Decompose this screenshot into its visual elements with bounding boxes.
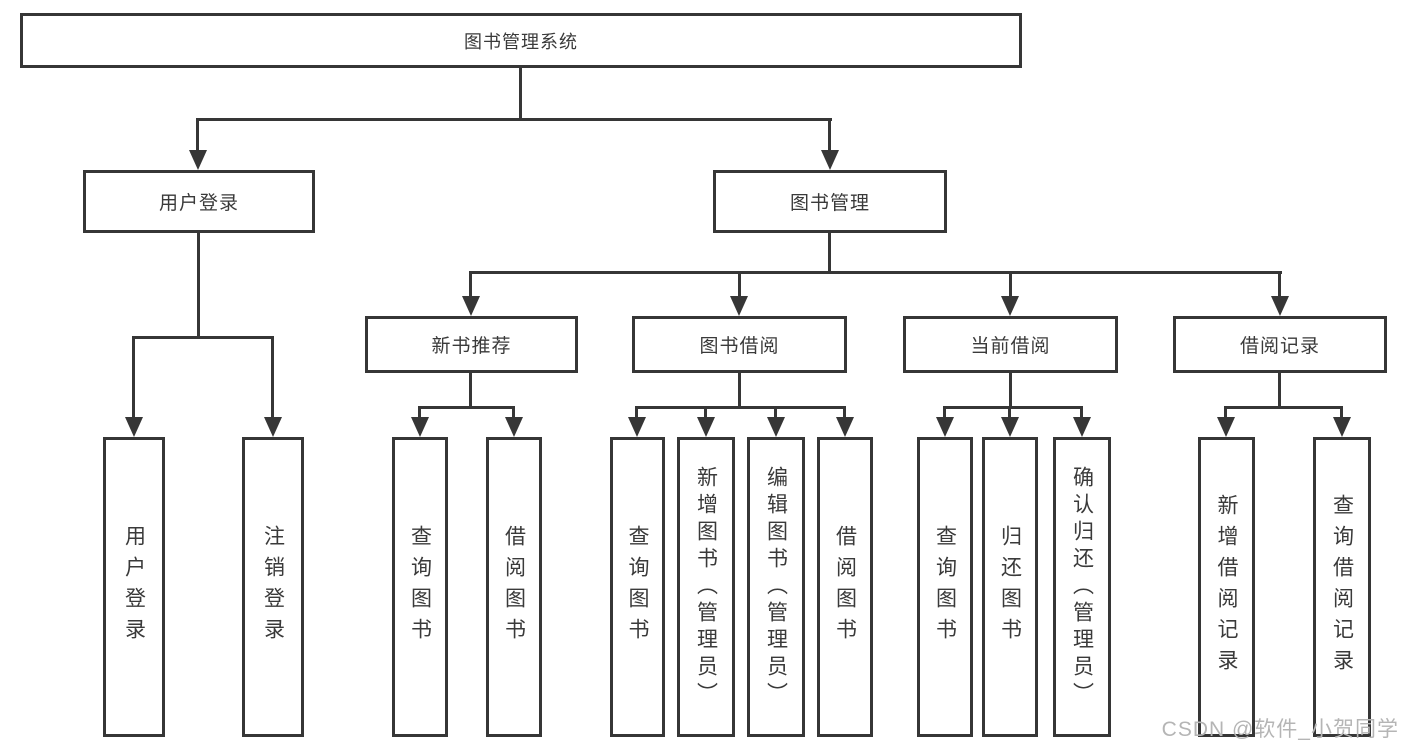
leaf-return-books: 归还图书 — [982, 437, 1038, 737]
node-book-management-label: 图书管理 — [789, 193, 870, 214]
arrow-down-icon — [821, 150, 839, 170]
arrow-down-icon — [411, 417, 429, 437]
connector-borrow-records-hline — [1224, 406, 1343, 409]
node-root-label: 图书管理系统 — [464, 31, 578, 52]
node-root: 图书管理系统 — [20, 13, 1022, 68]
connector-root-hline — [196, 118, 832, 121]
node-book-borrow: 图书借阅 — [632, 316, 847, 373]
connector-user-login-stem — [197, 233, 200, 336]
leaf-label: 新增借阅记录 — [1215, 494, 1238, 680]
leaf-query-borrow-record: 查询借阅记录 — [1313, 437, 1371, 737]
connector-branch — [1340, 406, 1343, 419]
arrow-down-icon — [505, 417, 523, 437]
connector-branch — [512, 406, 515, 419]
connector-to-current-borrow — [1009, 271, 1012, 298]
connector-to-book-management — [828, 118, 831, 152]
arrow-down-icon — [697, 417, 715, 437]
leaf-query-books-3: 查询图书 — [917, 437, 973, 737]
leaf-label: 查询图书 — [408, 525, 432, 649]
node-book-management: 图书管理 — [713, 170, 947, 233]
leaf-label: 新增图书（管理员） — [694, 465, 718, 709]
connector-to-book-borrow — [738, 271, 741, 298]
connector-new-book-hline — [418, 406, 515, 409]
leaf-borrow-books-1: 借阅图书 — [486, 437, 542, 737]
connector-branch — [704, 406, 707, 419]
node-user-login: 用户登录 — [83, 170, 315, 233]
connector-current-borrow-hline — [943, 406, 1083, 409]
leaf-label: 注销登录 — [261, 525, 285, 649]
connector-branch — [418, 406, 421, 419]
leaf-label: 借阅图书 — [502, 525, 526, 649]
node-user-login-label: 用户登录 — [158, 193, 239, 214]
arrow-down-icon — [836, 417, 854, 437]
arrow-down-icon — [1333, 417, 1351, 437]
watermark-text: CSDN @软件_小贺同学 — [1161, 718, 1399, 741]
leaf-add-borrow-record: 新增借阅记录 — [1198, 437, 1255, 737]
leaf-add-books-admin: 新增图书（管理员） — [677, 437, 735, 737]
connector-current-borrow-stem — [1009, 373, 1012, 406]
connector-branch — [774, 406, 777, 419]
arrow-down-icon — [264, 417, 282, 437]
leaf-label: 借阅图书 — [833, 525, 857, 649]
arrow-down-icon — [1271, 296, 1289, 316]
leaf-query-books-1: 查询图书 — [392, 437, 448, 737]
node-borrow-records-label: 借阅记录 — [1239, 336, 1320, 357]
node-borrow-records: 借阅记录 — [1173, 316, 1387, 373]
connector-borrow-records-stem — [1278, 373, 1281, 406]
arrow-down-icon — [936, 417, 954, 437]
leaf-confirm-return-admin: 确认归还（管理员） — [1053, 437, 1111, 737]
node-current-borrow-label: 当前借阅 — [970, 336, 1051, 357]
connector-to-leaf-logout — [271, 336, 274, 419]
connector-branch — [843, 406, 846, 419]
connector-book-borrow-stem — [738, 373, 741, 406]
leaf-user-login: 用户登录 — [103, 437, 165, 737]
connector-to-borrow-records — [1278, 271, 1281, 298]
connector-book-management-stem — [828, 233, 831, 271]
leaf-label: 查询图书 — [933, 525, 957, 649]
connector-branch — [1080, 406, 1083, 419]
leaf-borrow-books-2: 借阅图书 — [817, 437, 873, 737]
arrow-down-icon — [462, 296, 480, 316]
arrow-down-icon — [628, 417, 646, 437]
connector-new-book-stem — [469, 373, 472, 406]
arrow-down-icon — [125, 417, 143, 437]
arrow-down-icon — [730, 296, 748, 316]
leaf-label: 查询图书 — [626, 525, 649, 649]
connector-to-user-login — [196, 118, 199, 152]
leaf-label: 用户登录 — [122, 525, 146, 649]
node-new-book-recommend: 新书推荐 — [365, 316, 578, 373]
node-current-borrow: 当前借阅 — [903, 316, 1118, 373]
connector-branch — [943, 406, 946, 419]
connector-branch — [635, 406, 638, 419]
arrow-down-icon — [1001, 296, 1019, 316]
connector-book-borrow-hline — [635, 406, 846, 409]
arrow-down-icon — [1073, 417, 1091, 437]
arrow-down-icon — [767, 417, 785, 437]
node-book-borrow-label: 图书借阅 — [699, 336, 780, 357]
leaf-logout: 注销登录 — [242, 437, 304, 737]
connector-to-leaf-user-login — [132, 336, 135, 419]
connector-to-new-book — [469, 271, 472, 298]
node-new-book-recommend-label: 新书推荐 — [431, 336, 512, 357]
connector-branch — [1224, 406, 1227, 419]
leaf-label: 编辑图书（管理员） — [764, 465, 788, 709]
leaf-label: 查询借阅记录 — [1330, 494, 1354, 680]
connector-branch — [1008, 406, 1011, 419]
arrow-down-icon — [189, 150, 207, 170]
leaf-query-books-2: 查询图书 — [610, 437, 665, 737]
leaf-edit-books-admin: 编辑图书（管理员） — [747, 437, 805, 737]
connector-book-management-hline — [469, 271, 1282, 274]
arrow-down-icon — [1001, 417, 1019, 437]
connector-user-login-hline — [132, 336, 274, 339]
connector-root-stem — [519, 68, 522, 118]
leaf-label: 确认归还（管理员） — [1070, 465, 1094, 709]
leaf-label: 归还图书 — [998, 525, 1022, 649]
arrow-down-icon — [1217, 417, 1235, 437]
